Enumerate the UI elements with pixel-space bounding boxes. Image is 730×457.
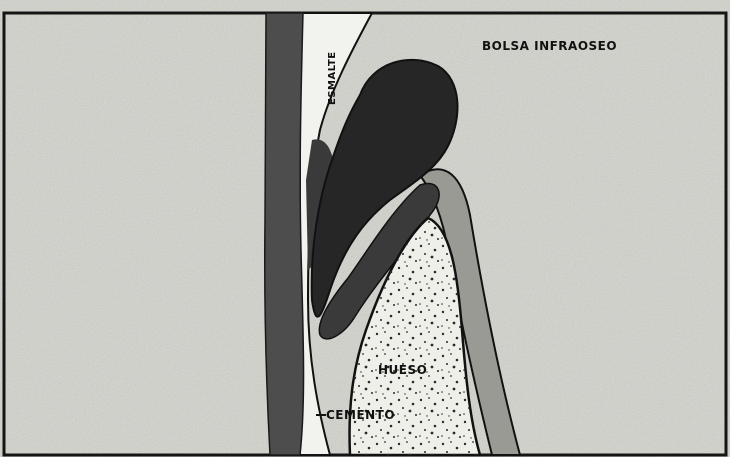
label-cemento: CEMENTO	[326, 408, 395, 422]
label-bolsa-infraoseo: BOLSA INFRAOSEO	[482, 39, 617, 53]
root-dentin	[265, 13, 304, 455]
label-esmalte: ESMALTE	[327, 51, 338, 105]
label-hueso: HUESO	[378, 363, 427, 377]
